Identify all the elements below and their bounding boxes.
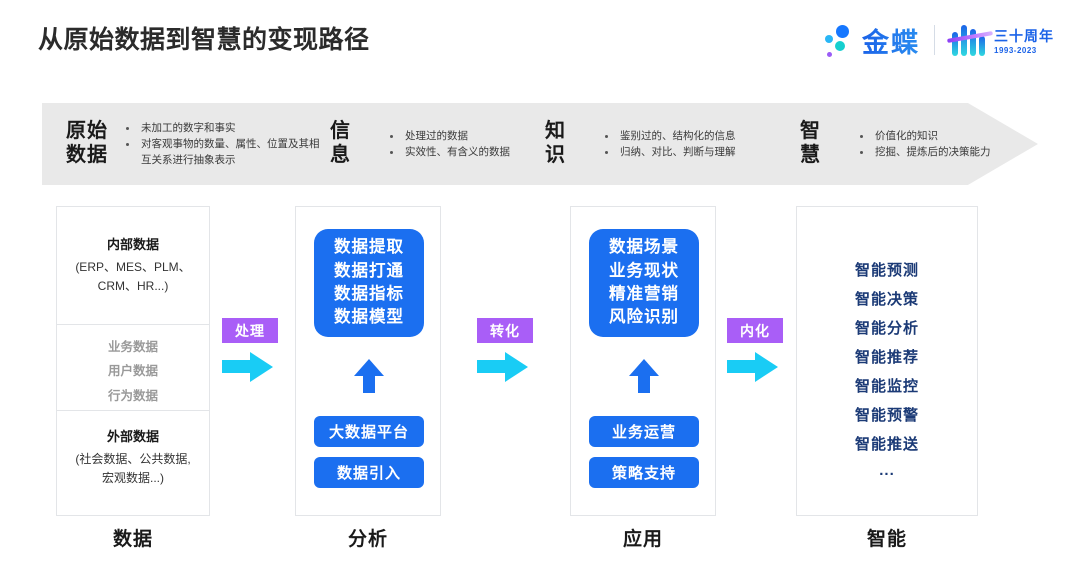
stage-point: 价值化的知识 — [875, 129, 938, 142]
column-application: 数据场景 业务现状 精准营销 风险识别 业务运营 策略支持 — [570, 206, 716, 516]
connector-internalization: 内化 — [727, 318, 783, 382]
banner-stage-knowledge: 知 识 鉴别过的、结构化的信息 归纳、对比、判断与理解 — [545, 103, 795, 185]
arrow-up-icon — [629, 359, 659, 393]
page-title: 从原始数据到智慧的变现路径 — [38, 26, 370, 54]
external-data-title: 外部数据 — [106, 429, 159, 444]
column-intelligence: 智能预测 智能决策 智能分析 智能推荐 智能监控 智能预警 智能推送 ... — [796, 206, 978, 516]
column-data: 内部数据 (ERP、MES、PLM、 CRM、HR...) 业务数据 用户数据 … — [56, 206, 210, 516]
intelligence-item: 智能预警 — [854, 407, 919, 424]
intelligence-item: 智能决策 — [854, 291, 919, 308]
middle-item: 业务数据 — [107, 340, 158, 354]
connector-label: 转化 — [477, 318, 533, 343]
banner-stage-raw-data: 原始 数据 未加工的数字和事实 对客观事物的数量、属性、位置及其相互关系进行抽象… — [66, 103, 336, 185]
stage-point: 未加工的数字和事实 — [141, 121, 236, 134]
analysis-main-box: 数据提取 数据打通 数据指标 数据模型 — [314, 229, 424, 337]
divider — [57, 324, 209, 325]
intelligence-item: 智能推荐 — [854, 349, 919, 366]
arrow-right-icon — [222, 352, 274, 382]
column-footer-intelligence: 智能 — [866, 529, 907, 550]
column-analysis: 数据提取 数据打通 数据指标 数据模型 大数据平台 数据引入 — [295, 206, 441, 516]
bullet-icon — [126, 142, 129, 146]
connector-transformation: 转化 — [477, 318, 533, 382]
bullet-icon — [605, 151, 608, 154]
stage-name: 知 识 — [545, 120, 566, 166]
internal-data-sub: (ERP、MES、PLM、 CRM、HR...) — [75, 260, 191, 294]
internal-data-title: 内部数据 — [106, 237, 159, 252]
stage-point: 实效性、有含义的数据 — [405, 146, 510, 158]
logo-divider — [934, 25, 935, 55]
intelligence-item: 智能预测 — [854, 262, 919, 279]
intelligence-item: 智能监控 — [854, 378, 919, 395]
bullet-icon — [605, 134, 608, 138]
anniversary-label: 三十周年 — [994, 27, 1054, 44]
arrow-up-icon — [354, 359, 384, 393]
bullet-icon — [390, 151, 393, 154]
brand-name: 金蝶 — [862, 21, 920, 60]
column-footer-analysis: 分析 — [347, 529, 388, 550]
analysis-pill: 大数据平台 — [314, 416, 424, 447]
stage-point: 对客观事物的数量、属性、位置及其相互关系进行抽象表示 — [141, 137, 320, 167]
analysis-pill: 数据引入 — [314, 457, 424, 488]
anniversary-years: 1993-2023 — [994, 45, 1037, 55]
bullet-icon — [126, 126, 129, 130]
arrow-right-icon — [477, 352, 529, 382]
arrow-right-icon — [727, 352, 779, 382]
divider — [57, 410, 209, 411]
application-pill: 策略支持 — [589, 457, 699, 488]
stage-name: 原始 数据 — [66, 120, 108, 166]
maturity-banner: 原始 数据 未加工的数字和事实 对客观事物的数量、属性、位置及其相互关系进行抽象… — [42, 103, 1038, 185]
banner-stage-wisdom: 智 慧 价值化的知识 挖掘、提炼后的决策能力 — [800, 103, 1030, 185]
connector-label: 处理 — [222, 318, 278, 343]
kingdee-dots-icon — [822, 21, 858, 59]
anniversary-badge: 三十周年 1993-2023 — [947, 22, 1054, 58]
banner-stage-information: 信 息 处理过的数据 实效性、有含义的数据 — [330, 103, 570, 185]
intelligence-item: 智能分析 — [854, 320, 919, 337]
application-main-box: 数据场景 业务现状 精准营销 风险识别 — [589, 229, 699, 337]
stage-name: 信 息 — [330, 120, 351, 166]
middle-item: 用户数据 — [107, 364, 158, 379]
external-data-sub: (社会数据、公共数据, 宏观数据...) — [75, 452, 191, 486]
brand-logo: 金蝶 三十周年 1993-2023 — [822, 18, 1054, 62]
stage-point: 挖掘、提炼后的决策能力 — [875, 146, 991, 158]
intelligence-item: 智能推送 — [854, 436, 919, 453]
bullet-icon — [860, 151, 863, 154]
bullet-icon — [390, 134, 393, 138]
column-footer-application: 应用 — [622, 529, 663, 550]
stage-point: 处理过的数据 — [405, 129, 468, 142]
anniversary-mark-icon — [947, 22, 993, 58]
middle-item: 行为数据 — [107, 388, 158, 403]
connector-label: 内化 — [727, 318, 783, 343]
stage-point: 归纳、对比、判断与理解 — [620, 146, 736, 158]
connector-processing: 处理 — [222, 318, 278, 382]
stage-name: 智 慧 — [800, 120, 821, 166]
column-footer-data: 数据 — [112, 529, 153, 550]
intelligence-item-ellipsis: ... — [879, 462, 895, 479]
bullet-icon — [860, 134, 863, 138]
application-pill: 业务运营 — [589, 416, 699, 447]
stage-point: 鉴别过的、结构化的信息 — [620, 129, 736, 142]
